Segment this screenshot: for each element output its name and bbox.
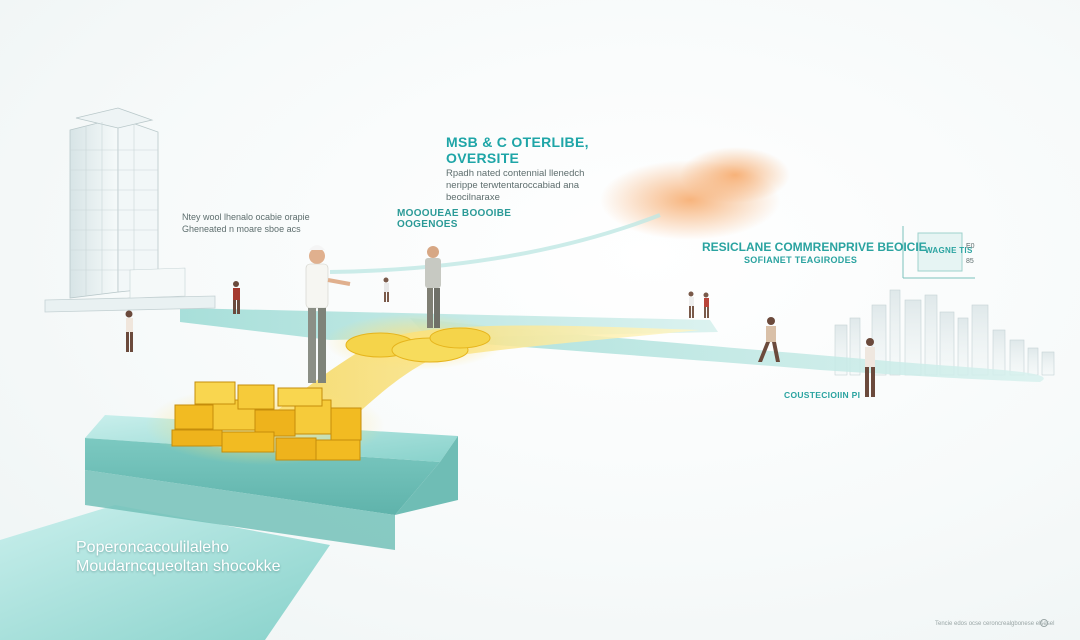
glass-tower — [44, 107, 216, 313]
right-block-subtitle: SOFIANET TEAGIRODES — [744, 255, 858, 265]
person-small-far-1 — [688, 291, 694, 318]
mid-note: MOOOUEAE BOOOIBE OOGENOES — [397, 208, 511, 230]
person-city-right — [865, 338, 875, 397]
headline-body-line-2: nerippe terwtentaroccabiad ana — [446, 180, 580, 191]
platform-caption-line-1: Poperoncacoulilaleho — [76, 539, 229, 556]
city-skyline — [834, 289, 1055, 376]
stats-badge-side-top: E0 — [966, 243, 975, 250]
stats-badge-side-bottom: 85 — [966, 258, 974, 265]
person-inspector — [425, 246, 441, 328]
right-block-title: RESICLANE COMMRENPRIVE BEOICIE — [702, 240, 927, 254]
left-note: Ntey wool lhenalo ocabie orapie Gheneate… — [182, 211, 310, 235]
headline-title-line-2: OVERSITE — [446, 150, 520, 166]
gold-coin-stack — [325, 314, 505, 370]
headline-title: MSB & C OTERLIBE, OVERSITE — [446, 134, 589, 166]
left-note-line-1: Ntey wool lhenalo ocabie orapie — [182, 212, 310, 222]
construction-caption: COUSTECIOIIN PI — [784, 390, 861, 400]
stats-badge-label: WAGNE TIS — [925, 246, 973, 255]
footer-note: Tencie edos ocse ceroncrealgbonese elses… — [935, 621, 1055, 627]
person-small-left — [125, 310, 133, 352]
platform-caption-line-2: Moudarncqueoltan shocokke — [76, 558, 281, 575]
person-small-tower — [233, 281, 240, 314]
mid-note-line-2: OOGENOES — [397, 219, 458, 230]
person-foreground-engineer — [305, 245, 351, 383]
headline-body-line-3: beocilnaraxe — [446, 192, 500, 203]
flow-line — [329, 213, 661, 274]
footer-icon — [1040, 619, 1048, 627]
headline-title-line-1: MSB & C OTERLIBE, — [446, 134, 589, 150]
left-note-line-2: Gheneated n moare sboe acs — [182, 224, 301, 234]
headline-body-line-1: Rpadh nated contennial llenedch — [446, 168, 585, 179]
person-walking-right — [758, 317, 780, 362]
person-small-far-2 — [703, 292, 709, 318]
stats-badge — [902, 226, 975, 279]
person-small-mid — [383, 277, 389, 302]
mid-note-line-1: MOOOUEAE BOOOIBE — [397, 208, 512, 219]
platform-caption: Poperoncacoulilaleho Moudarncqueoltan sh… — [76, 538, 281, 576]
gold-bars-pile — [145, 381, 385, 465]
headline-body: Rpadh nated contennial llenedch nerippe … — [446, 168, 584, 204]
